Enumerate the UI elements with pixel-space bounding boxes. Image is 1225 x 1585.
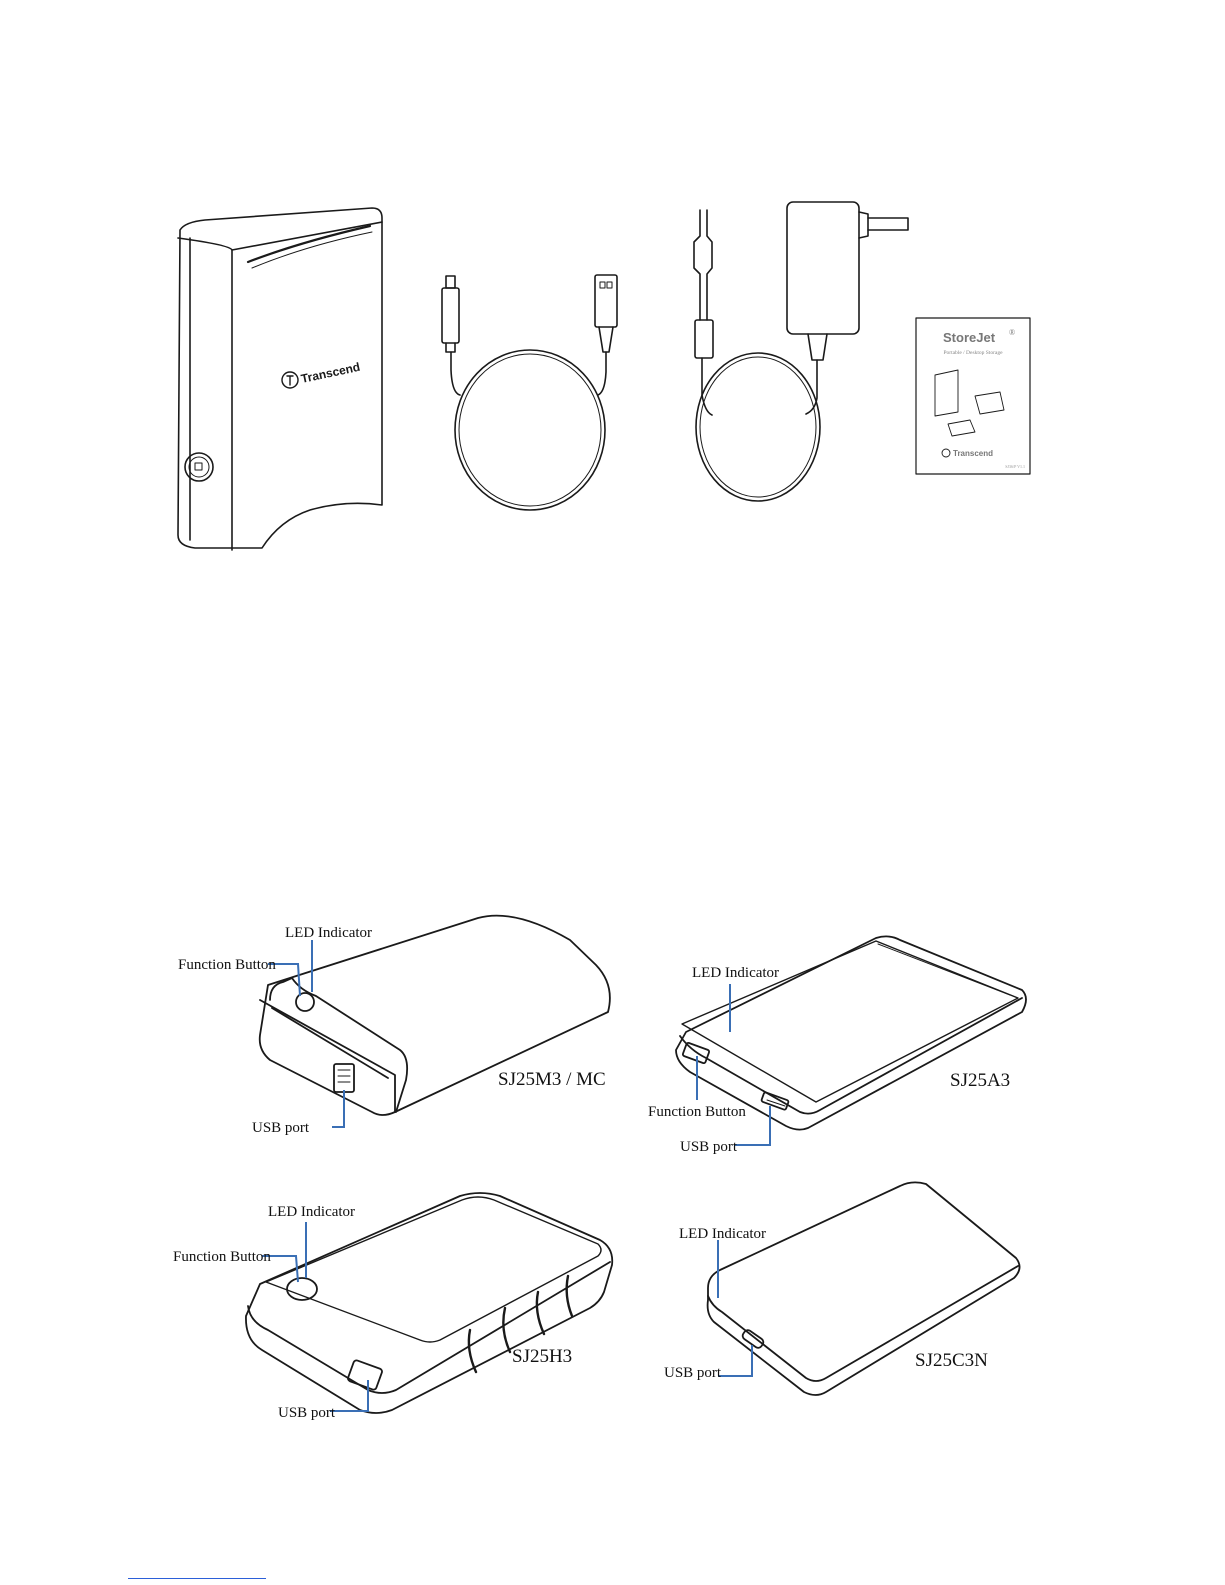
model-name-sj25m3: SJ25M3 / MC (498, 1069, 606, 1090)
usb-port-label: USB port (680, 1139, 738, 1155)
led-indicator-label: LED Indicator (692, 965, 779, 981)
sj25a3-diagram: LED Indicator Function Button USB port S… (648, 936, 1026, 1155)
usb-port-callout (718, 1345, 752, 1376)
usb-port-label: USB port (252, 1120, 310, 1136)
led-indicator-label: LED Indicator (268, 1204, 355, 1220)
function-button-label: Function Button (173, 1249, 271, 1265)
usb-port-label: USB port (664, 1365, 722, 1381)
sj25h3-diagram: LED Indicator Function Button USB port S… (173, 1193, 612, 1421)
model-name-sj25h3: SJ25H3 (512, 1346, 572, 1367)
model-name-sj25a3: SJ25A3 (950, 1070, 1010, 1091)
function-button-label: Function Button (178, 957, 276, 973)
led-indicator-label: LED Indicator (679, 1226, 766, 1242)
led-indicator-label: LED Indicator (285, 925, 372, 941)
function-button-label: Function Button (648, 1104, 746, 1120)
sj25m3-diagram: LED Indicator Function Button USB port S… (178, 916, 610, 1136)
model-name-sj25c3n: SJ25C3N (915, 1350, 988, 1371)
footnote-separator (128, 1578, 266, 1579)
sj25c3n-diagram: LED Indicator USB port SJ25C3N (664, 1182, 1020, 1395)
usb-port-label: USB port (278, 1405, 336, 1421)
